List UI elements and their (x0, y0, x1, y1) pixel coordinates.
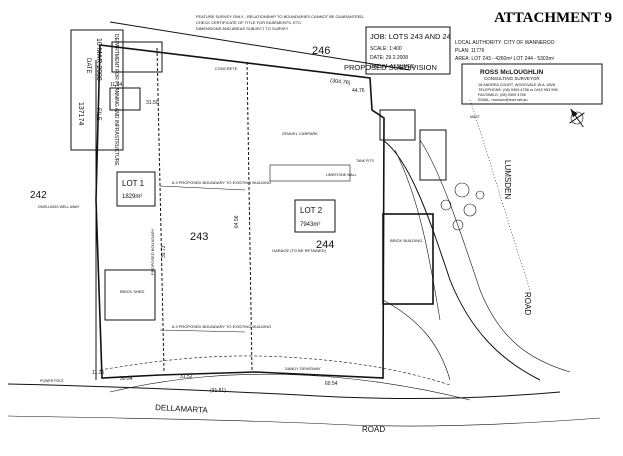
brick-building-label: BRICK BUILDING (390, 238, 422, 243)
dim-3152: 31.52 (180, 374, 193, 380)
note-line-3: DIMENSIONS AND AREAS SUBJECT TO SURVEY (196, 26, 289, 31)
dellamarta-road-label: DELLAMARTA (155, 403, 209, 415)
sandy-driveway (382, 299, 451, 381)
dim-6456: 64.56 (234, 215, 240, 228)
lot1-box: LOT 1 1829m² (116, 171, 156, 207)
dim-1125: 11.25 (92, 370, 104, 376)
surveyor-name: ROSS McLOUGHLIN (480, 69, 544, 76)
lot-246-label: 246 (312, 45, 330, 57)
dellamarta-road-suffix: ROAD (362, 425, 385, 434)
lumsden-road-label: LUMSDEN (503, 160, 512, 199)
limestone-wall-label: LIMESTONE WALL (326, 173, 357, 177)
mast-label: MAST (470, 115, 481, 119)
lot-divider (246, 61, 253, 373)
scale-label: SCALE: 1:400 (370, 46, 402, 52)
brick-shed-left (104, 269, 156, 321)
area-label: AREA: LOT 243 - 4260m² LOT 244 - 5303m² (455, 56, 555, 62)
building-small (109, 87, 141, 111)
lot1-building (379, 109, 416, 141)
lot-244-label: 244 (316, 239, 334, 251)
survey-notes: FEATURE SURVEY ONLY - RELATIONSHIP TO BO… (196, 14, 364, 31)
garage-label: GARAGE (TO BE RETAINED) (272, 248, 327, 253)
dim-4476: 44.76 (352, 88, 365, 94)
setback-top-label: 6.3 PROPOSED BOUNDARY TO EXISTING BUILDI… (172, 180, 271, 185)
date-label: DATE: 29.2.2008 (370, 55, 408, 61)
lot2-title: LOT 2 (300, 206, 323, 215)
lot2-area: 7943m² (300, 222, 320, 228)
proposed-subdivision-label: PROPOSED SUBDIVISION (344, 63, 437, 72)
stamp-department: DEPARTMENT FOR PLANNING AND INFRASTRUCTU… (113, 34, 119, 166)
concrete-label: CONCRETE (215, 66, 238, 71)
sandy-driveway-label: SANDY DRIVEWAY (285, 366, 321, 371)
note-line-1: FEATURE SURVEY ONLY - RELATIONSHIP TO BO… (196, 14, 364, 19)
tank-pits-label: TANK PITS (356, 159, 374, 163)
plan-label: PLAN: 11776 (455, 48, 485, 54)
dim-1134: 11.34 (110, 82, 122, 88)
lot-242-label: 242 (30, 190, 47, 201)
bearing-bottom: (31.81) (210, 388, 226, 394)
brick-shed-top (111, 41, 163, 73)
lot1-title: LOT 1 (122, 179, 145, 188)
brick-shed-label: BRICK SHED (120, 289, 145, 294)
surveyor-address: 18 ANDREA COURT, WOODVALE W.A. 6026 (478, 83, 555, 87)
lot2-box: LOT 2 7943m² (294, 199, 336, 233)
proposed-boundary-label: PROPOSED BOUNDARY (150, 228, 155, 275)
surveyor-role: CONSULTING SURVEYOR (484, 76, 540, 81)
stamp-date: 10 MAR 2008 (95, 38, 102, 81)
surveyor-telephone: TELEPHONE: (08) 9309 4756 or 0419 953 99… (478, 88, 558, 92)
north-arrow-icon (569, 108, 585, 128)
gravel-carpark-label: GRAVEL CARPARK (282, 131, 318, 136)
authority-label: LOCAL AUTHORITY: CITY OF WANNEROO (455, 40, 555, 46)
stamp-file-number: 137174 (77, 102, 84, 125)
shed-right (419, 129, 447, 181)
surveyor-fax: FACSIMILE: (08) 9309 4756 (478, 93, 526, 97)
dim-3150: 31.50 (146, 100, 159, 106)
stamp-date-label: DATE (85, 58, 91, 74)
property-boundary (95, 44, 385, 379)
attachment-title: ATTACHMENT 9 (494, 10, 612, 26)
power-pole-label: POWER POLE (40, 379, 64, 383)
setback-bottom-label: 6.3 PROPOSED BOUNDARY TO EXISTING BUILDI… (172, 324, 271, 329)
dim-6054: 60.54 (325, 381, 338, 387)
lumsden-road-suffix: ROAD (523, 292, 532, 315)
note-line-2: CHECK CERTIFICATE OF TITLE FOR EASEMENTS… (196, 20, 302, 25)
dim-3054: 30.54 (120, 376, 133, 382)
concrete-pad (269, 164, 351, 182)
vegetation (440, 182, 485, 231)
bearing-top: (304.76) (330, 78, 351, 86)
lot1-area: 1829m² (122, 194, 142, 200)
lot-242-note: DWELLINGS WELL AWAY (38, 205, 80, 209)
proposed-lot1-boundary (156, 47, 165, 373)
brick-building-right (382, 213, 434, 305)
job-label: JOB: LOTS 243 AND 24 (370, 32, 451, 41)
surveyor-block: ROSS McLOUGHLIN CONSULTING SURVEYOR 18 A… (461, 63, 603, 105)
surveyor-email: EMAIL: rmcsurv@iinet.net.au (478, 98, 527, 102)
lot-246-boundary (109, 21, 411, 71)
dim-3973: 39.73 (161, 245, 167, 258)
lot-243-label: 243 (190, 231, 208, 243)
lumsden-road-edge (382, 139, 541, 381)
dellamarta-road-edge (7, 383, 561, 399)
